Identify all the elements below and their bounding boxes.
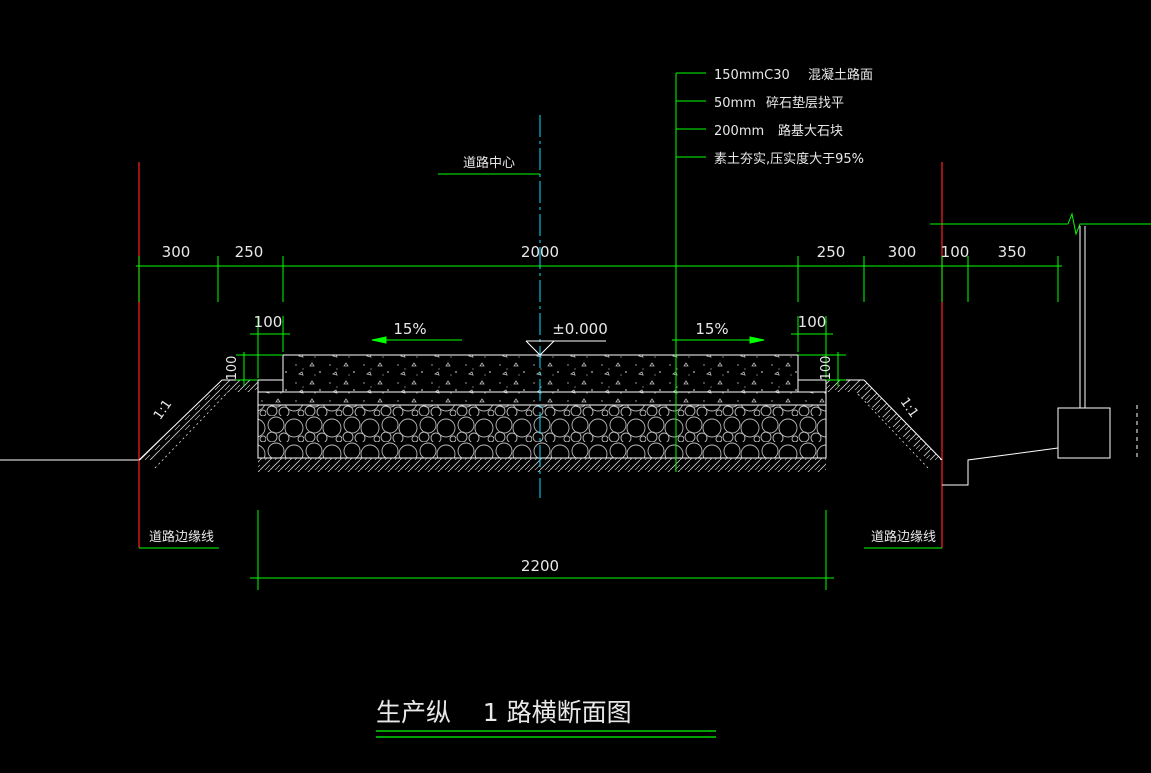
curb-left <box>257 379 284 393</box>
layer-notes: 150mmC30 混凝土路面 50mm 碎石垫层找平 200mm 路基大石块 素… <box>714 67 873 167</box>
dim-2200: 2200 <box>521 557 559 575</box>
elevation-marker <box>525 340 606 356</box>
top-dimension-values: 300 250 2000 250 300 100 350 <box>162 243 1027 261</box>
dim-100-right: 100 <box>941 243 970 261</box>
top-dimension-chain <box>136 212 1151 302</box>
side-slope-left: 1:1 <box>151 397 175 423</box>
curb-dimensions <box>236 316 846 386</box>
layer-1-name: 混凝土路面 <box>808 67 873 83</box>
bottom-dimension <box>250 510 834 590</box>
curb-width-right: 100 <box>798 313 827 331</box>
dim-250-left: 250 <box>235 243 264 261</box>
elevation-label: ±0.000 <box>552 320 608 338</box>
layer-2-material: 50mm <box>714 96 756 111</box>
dim-250-right: 250 <box>817 243 846 261</box>
dim-300-right: 300 <box>888 243 917 261</box>
curb-width-left: 100 <box>254 313 283 331</box>
layer-2-name: 碎石垫层找平 <box>766 95 844 111</box>
road-edge-label-right: 道路边缘线 <box>871 529 936 545</box>
centerline-label: 道路中心 <box>463 155 515 171</box>
layer-3-name: 路基大石块 <box>778 123 843 139</box>
layer-1-material: 150mmC30 <box>714 68 790 83</box>
dim-2000: 2000 <box>521 243 559 261</box>
layer-4-name: 素土夯实,压实度大于95% <box>714 151 864 167</box>
slope-arrows <box>371 336 765 344</box>
curb-right <box>797 379 827 393</box>
dim-300-left: 300 <box>162 243 191 261</box>
layer-3-material: 200mm <box>714 124 764 139</box>
embankment-right <box>826 379 943 469</box>
layer-leader <box>675 72 706 472</box>
subgrade-stone-layer <box>257 404 827 459</box>
compacted-soil-layer <box>258 458 826 472</box>
curb-height-right: 100 <box>819 356 834 381</box>
embankment-left <box>138 379 258 469</box>
slope-label-right: 15% <box>695 320 728 338</box>
gravel-bedding-layer <box>257 391 827 406</box>
pavement-structure <box>257 354 827 472</box>
drawing-title: 生产纵 1 路横断面图 <box>376 698 632 727</box>
slope-label-left: 15% <box>393 320 426 338</box>
road-edge-label-left: 道路边缘线 <box>149 529 214 545</box>
curb-height-left: 100 <box>225 356 240 381</box>
dim-350: 350 <box>998 243 1027 261</box>
adjacent-structure <box>942 226 1138 486</box>
